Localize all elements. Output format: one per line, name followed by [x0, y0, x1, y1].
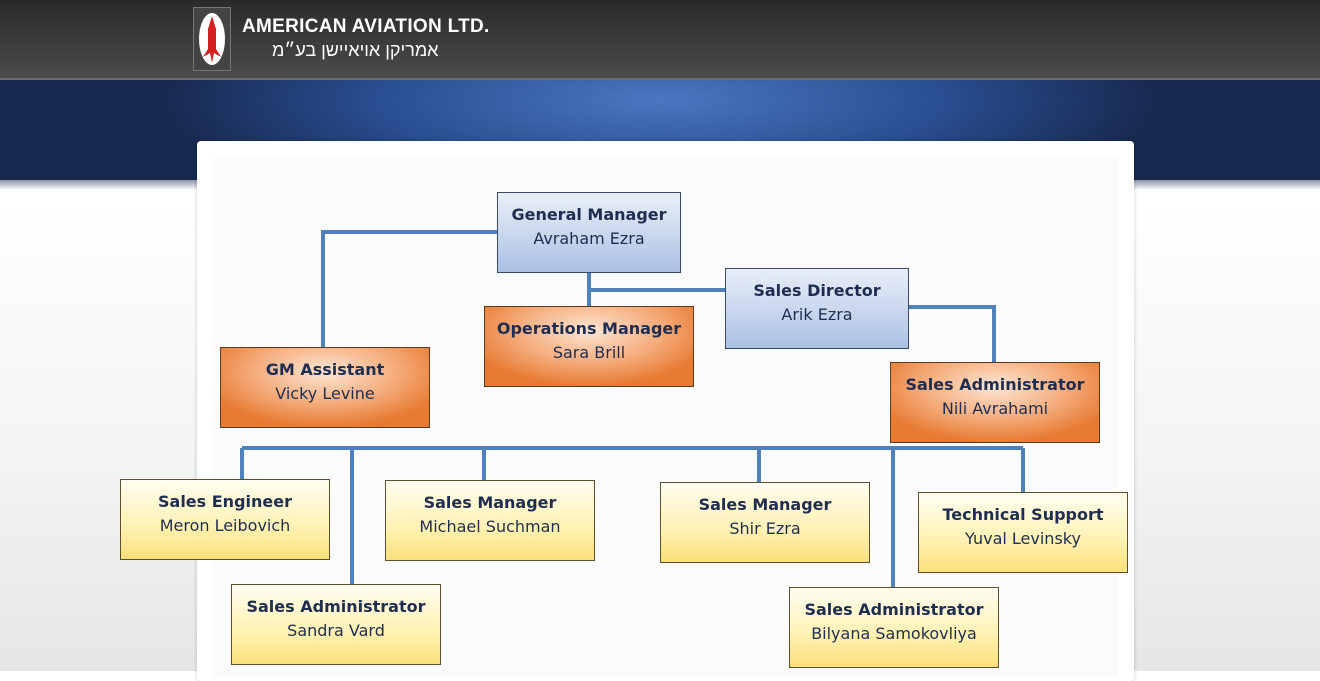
node-name: Michael Suchman	[419, 517, 561, 536]
node-title: Sales Administrator	[905, 375, 1085, 394]
company-name-hebrew: אמריקן אויאיישן בע״מ	[272, 40, 439, 60]
org-node-operations-manager[interactable]: Operations Manager Sara Brill	[484, 306, 694, 387]
node-name: Sandra Vard	[287, 621, 385, 640]
node-title: Technical Support	[942, 505, 1104, 524]
node-name: Bilyana Samokovliya	[811, 624, 977, 643]
node-title: Sales Administrator	[804, 600, 984, 619]
org-node-sales-administrator[interactable]: Sales Administrator Sandra Vard	[231, 584, 441, 665]
org-node-sales-engineer[interactable]: Sales Engineer Meron Leibovich	[120, 479, 330, 560]
node-title: Sales Engineer	[158, 492, 292, 511]
org-node-sales-administrator[interactable]: Sales Administrator Bilyana Samokovliya	[789, 587, 999, 668]
node-title: Sales Director	[753, 281, 881, 300]
org-node-sales-administrator[interactable]: Sales Administrator Nili Avrahami	[890, 362, 1100, 443]
node-title: Sales Manager	[698, 495, 832, 514]
node-name: Shir Ezra	[729, 519, 801, 538]
node-name: Vicky Levine	[275, 384, 375, 403]
org-node-sales-manager[interactable]: Sales Manager Shir Ezra	[660, 482, 870, 563]
rocket-logo-icon	[193, 7, 231, 71]
node-name: Sara Brill	[552, 343, 626, 362]
org-node-sales-director[interactable]: Sales Director Arik Ezra	[725, 268, 909, 349]
node-name: Arik Ezra	[781, 305, 853, 324]
node-title: Sales Administrator	[246, 597, 426, 616]
node-title: GM Assistant	[265, 360, 385, 379]
connector-sd-admin	[909, 305, 996, 362]
node-title: General Manager	[511, 205, 667, 224]
node-name: Avraham Ezra	[533, 229, 645, 248]
org-node-technical-support[interactable]: Technical Support Yuval Levinsky	[918, 492, 1128, 573]
node-name: Yuval Levinsky	[965, 529, 1081, 548]
node-name: Nili Avrahami	[941, 399, 1049, 418]
node-name: Meron Leibovich	[159, 516, 291, 535]
org-node-gm-assistant[interactable]: GM Assistant Vicky Levine	[220, 347, 430, 428]
connector-gm-assistant	[321, 230, 497, 347]
org-node-sales-manager[interactable]: Sales Manager Michael Suchman	[385, 480, 595, 561]
node-title: Sales Manager	[423, 493, 557, 512]
node-title: Operations Manager	[496, 319, 682, 338]
org-node-general-manager[interactable]: General Manager Avraham Ezra	[497, 192, 681, 273]
company-name-english: AMERICAN AVIATION LTD.	[242, 16, 490, 37]
